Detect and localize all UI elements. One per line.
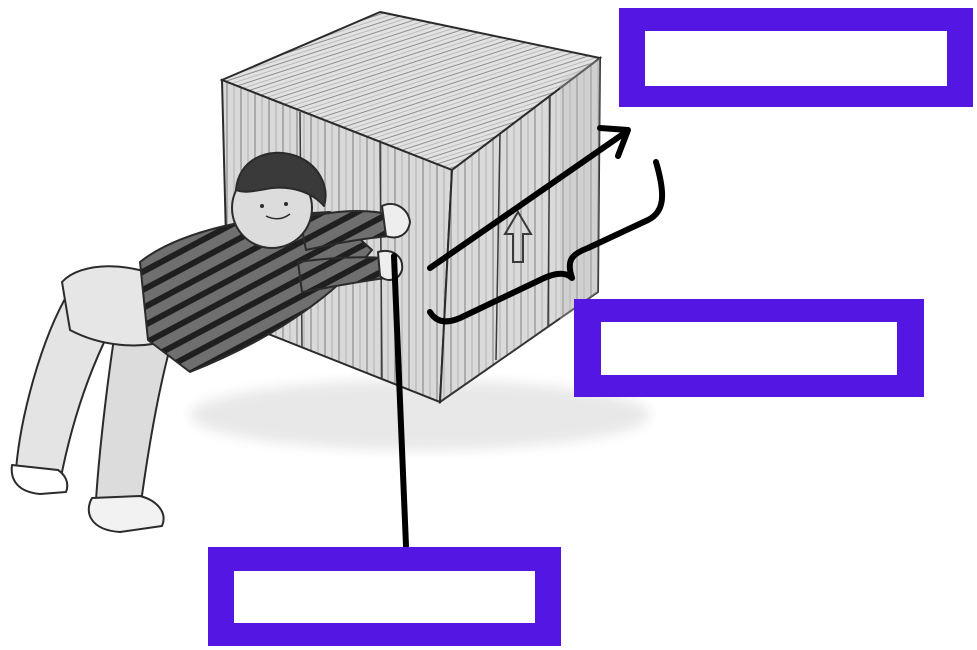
label-box-bottom[interactable] bbox=[208, 547, 561, 646]
label-box-top-right[interactable] bbox=[619, 8, 973, 107]
this-side-up-arrow-icon bbox=[503, 210, 533, 263]
label-box-middle-right[interactable] bbox=[574, 299, 924, 397]
arrow-to-top-right-label bbox=[427, 125, 631, 271]
annotations bbox=[391, 125, 666, 549]
line-to-bottom-label bbox=[391, 253, 409, 549]
brace-to-middle-right-label bbox=[427, 159, 666, 325]
